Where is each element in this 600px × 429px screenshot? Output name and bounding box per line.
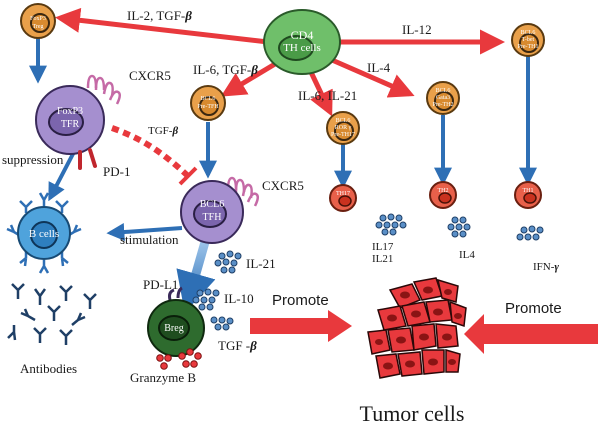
- th17-cell: TH17: [329, 184, 357, 212]
- ifng-dots: [516, 225, 544, 241]
- arrow-to-pre-tfh: [220, 61, 277, 97]
- label-antibodies: Antibodies: [20, 361, 77, 376]
- tfh-cell: BCL6 TFH: [180, 176, 259, 244]
- pre-th17-cell: BCL6 ROR γ Pre-TH17: [326, 111, 360, 145]
- tfr-line1: FoxP3: [57, 106, 83, 117]
- treg-line1: FoxP3: [30, 16, 46, 22]
- preth1-line2: T-bet: [522, 37, 535, 43]
- label-il4: IL4: [459, 249, 475, 261]
- tgf-inhibition: [110, 125, 198, 186]
- tgf-dots: [210, 316, 234, 331]
- arrow-to-th17: [307, 68, 333, 117]
- label-stimulation: stimulation: [120, 232, 179, 247]
- tfh-line2: TFH: [203, 212, 222, 223]
- th17-label: TH17: [336, 191, 350, 197]
- il10-dots: [192, 288, 220, 311]
- tfr-line2: TFR: [61, 119, 80, 130]
- pd1-receptor: [78, 148, 97, 170]
- red-arrows: [55, 7, 505, 117]
- label-il21b: IL21: [372, 253, 393, 265]
- label-promote-left: Promote: [272, 292, 329, 309]
- pre-th1-cell: BCL6 T-bet Pre-TH1: [511, 23, 545, 57]
- blue-arrows: [29, 38, 537, 313]
- pretfh-line2: Pre-TFH: [197, 104, 219, 110]
- treg-line2: Treg: [32, 24, 43, 30]
- label-promote-right: Promote: [505, 300, 562, 317]
- b-cell-antibody-receptors: [6, 192, 82, 274]
- preth2-line2: Gata3: [436, 95, 450, 101]
- arrow-suppression: [48, 149, 77, 202]
- breg-cell: Breg: [147, 286, 205, 357]
- label-il2-tgf: IL-2, TGF-β: [127, 8, 192, 23]
- preth17-line1: BCL6: [336, 118, 351, 124]
- pre-th2-cell: BCL6 Gata3 Pre-TH2: [426, 81, 460, 115]
- label-suppression: suppression: [2, 152, 64, 167]
- th1-cell: TH1: [514, 181, 542, 209]
- promote-arrow-right: [464, 314, 598, 354]
- label-granzyme: Granzyme B: [130, 370, 196, 385]
- th2-cell: TH2: [429, 181, 457, 209]
- il17-dots: [375, 213, 407, 236]
- label-pd1: PD-1: [103, 164, 130, 179]
- cd4-line1: CD4: [291, 28, 314, 42]
- promote-arrow-left: [250, 310, 352, 342]
- label-il21: IL-21: [246, 256, 276, 271]
- preth2-line1: BCL6: [436, 88, 451, 94]
- antibodies-cluster: [7, 283, 97, 345]
- arrow-labels: IL-2, TGF-β IL-12 IL-4 IL-6, IL-21 IL-6,…: [127, 8, 432, 103]
- th2-label: TH2: [438, 188, 449, 194]
- label-il10: IL-10: [224, 291, 254, 306]
- label-cxcr5-tfr: CXCR5: [129, 68, 171, 83]
- label-il17: IL17: [372, 241, 394, 253]
- cd4-line2: TH cells: [283, 42, 321, 54]
- tfr-cell: FoxP3 TFR: [35, 74, 121, 170]
- arrow-stimulation: [106, 223, 183, 241]
- pretfh-line1: BCL6: [201, 96, 216, 102]
- pdl1-receptor: [168, 286, 183, 301]
- cd4-th-cell: CD4 TH cells: [263, 9, 341, 75]
- inhibit-bar: [178, 166, 198, 186]
- tumor-nuclei: [375, 286, 462, 370]
- label-il12: IL-12: [402, 22, 432, 37]
- arrow-to-th2: [331, 57, 415, 98]
- treg-cell: FoxP3 Treg: [20, 3, 56, 39]
- th1-label: TH1: [523, 188, 534, 194]
- label-tgf-inhibit: TGF-β: [148, 125, 178, 137]
- preth17-line2: ROR γ: [335, 125, 352, 131]
- label-tgf-breg: TGF -β: [218, 338, 257, 353]
- preth17-line3: Pre-TH17: [331, 132, 355, 138]
- inhibit-dashed-line: [110, 125, 191, 179]
- b-cells-label: B cells: [29, 228, 59, 240]
- label-pdl1: PD-L1: [143, 277, 178, 292]
- label-tumor-cells: Tumor cells: [360, 401, 465, 426]
- cxcr5-receptor-tfh: [226, 176, 259, 207]
- il21-dots: [214, 250, 242, 274]
- arrow-to-treg: [55, 7, 269, 45]
- il4-dots: [447, 216, 471, 238]
- label-il6-il21: IL-6, IL-21: [298, 88, 357, 103]
- preth1-line3: Pre-TH1: [518, 44, 539, 50]
- label-il4: IL-4: [367, 60, 391, 75]
- label-cxcr5-tfh: CXCR5: [262, 178, 304, 193]
- tfh-line1: BCL6: [200, 199, 224, 210]
- label-il6-tgf: IL-6, TGF-β: [193, 62, 258, 77]
- pre-tfh-cell: BCL6 Pre-TFH: [190, 85, 226, 121]
- granzyme-dots: [156, 348, 202, 370]
- breg-label: Breg: [164, 323, 183, 334]
- preth2-line3: Pre-TH2: [433, 102, 454, 108]
- tumor-cell-cluster: [367, 277, 467, 379]
- cxcr5-receptor-tfr: [86, 74, 121, 105]
- preth1-line1: BCL6: [521, 30, 536, 36]
- label-ifng: IFN-γ: [533, 261, 559, 273]
- arrow-tfh-to-breg: [176, 240, 216, 313]
- b-cell: B cells: [6, 192, 82, 274]
